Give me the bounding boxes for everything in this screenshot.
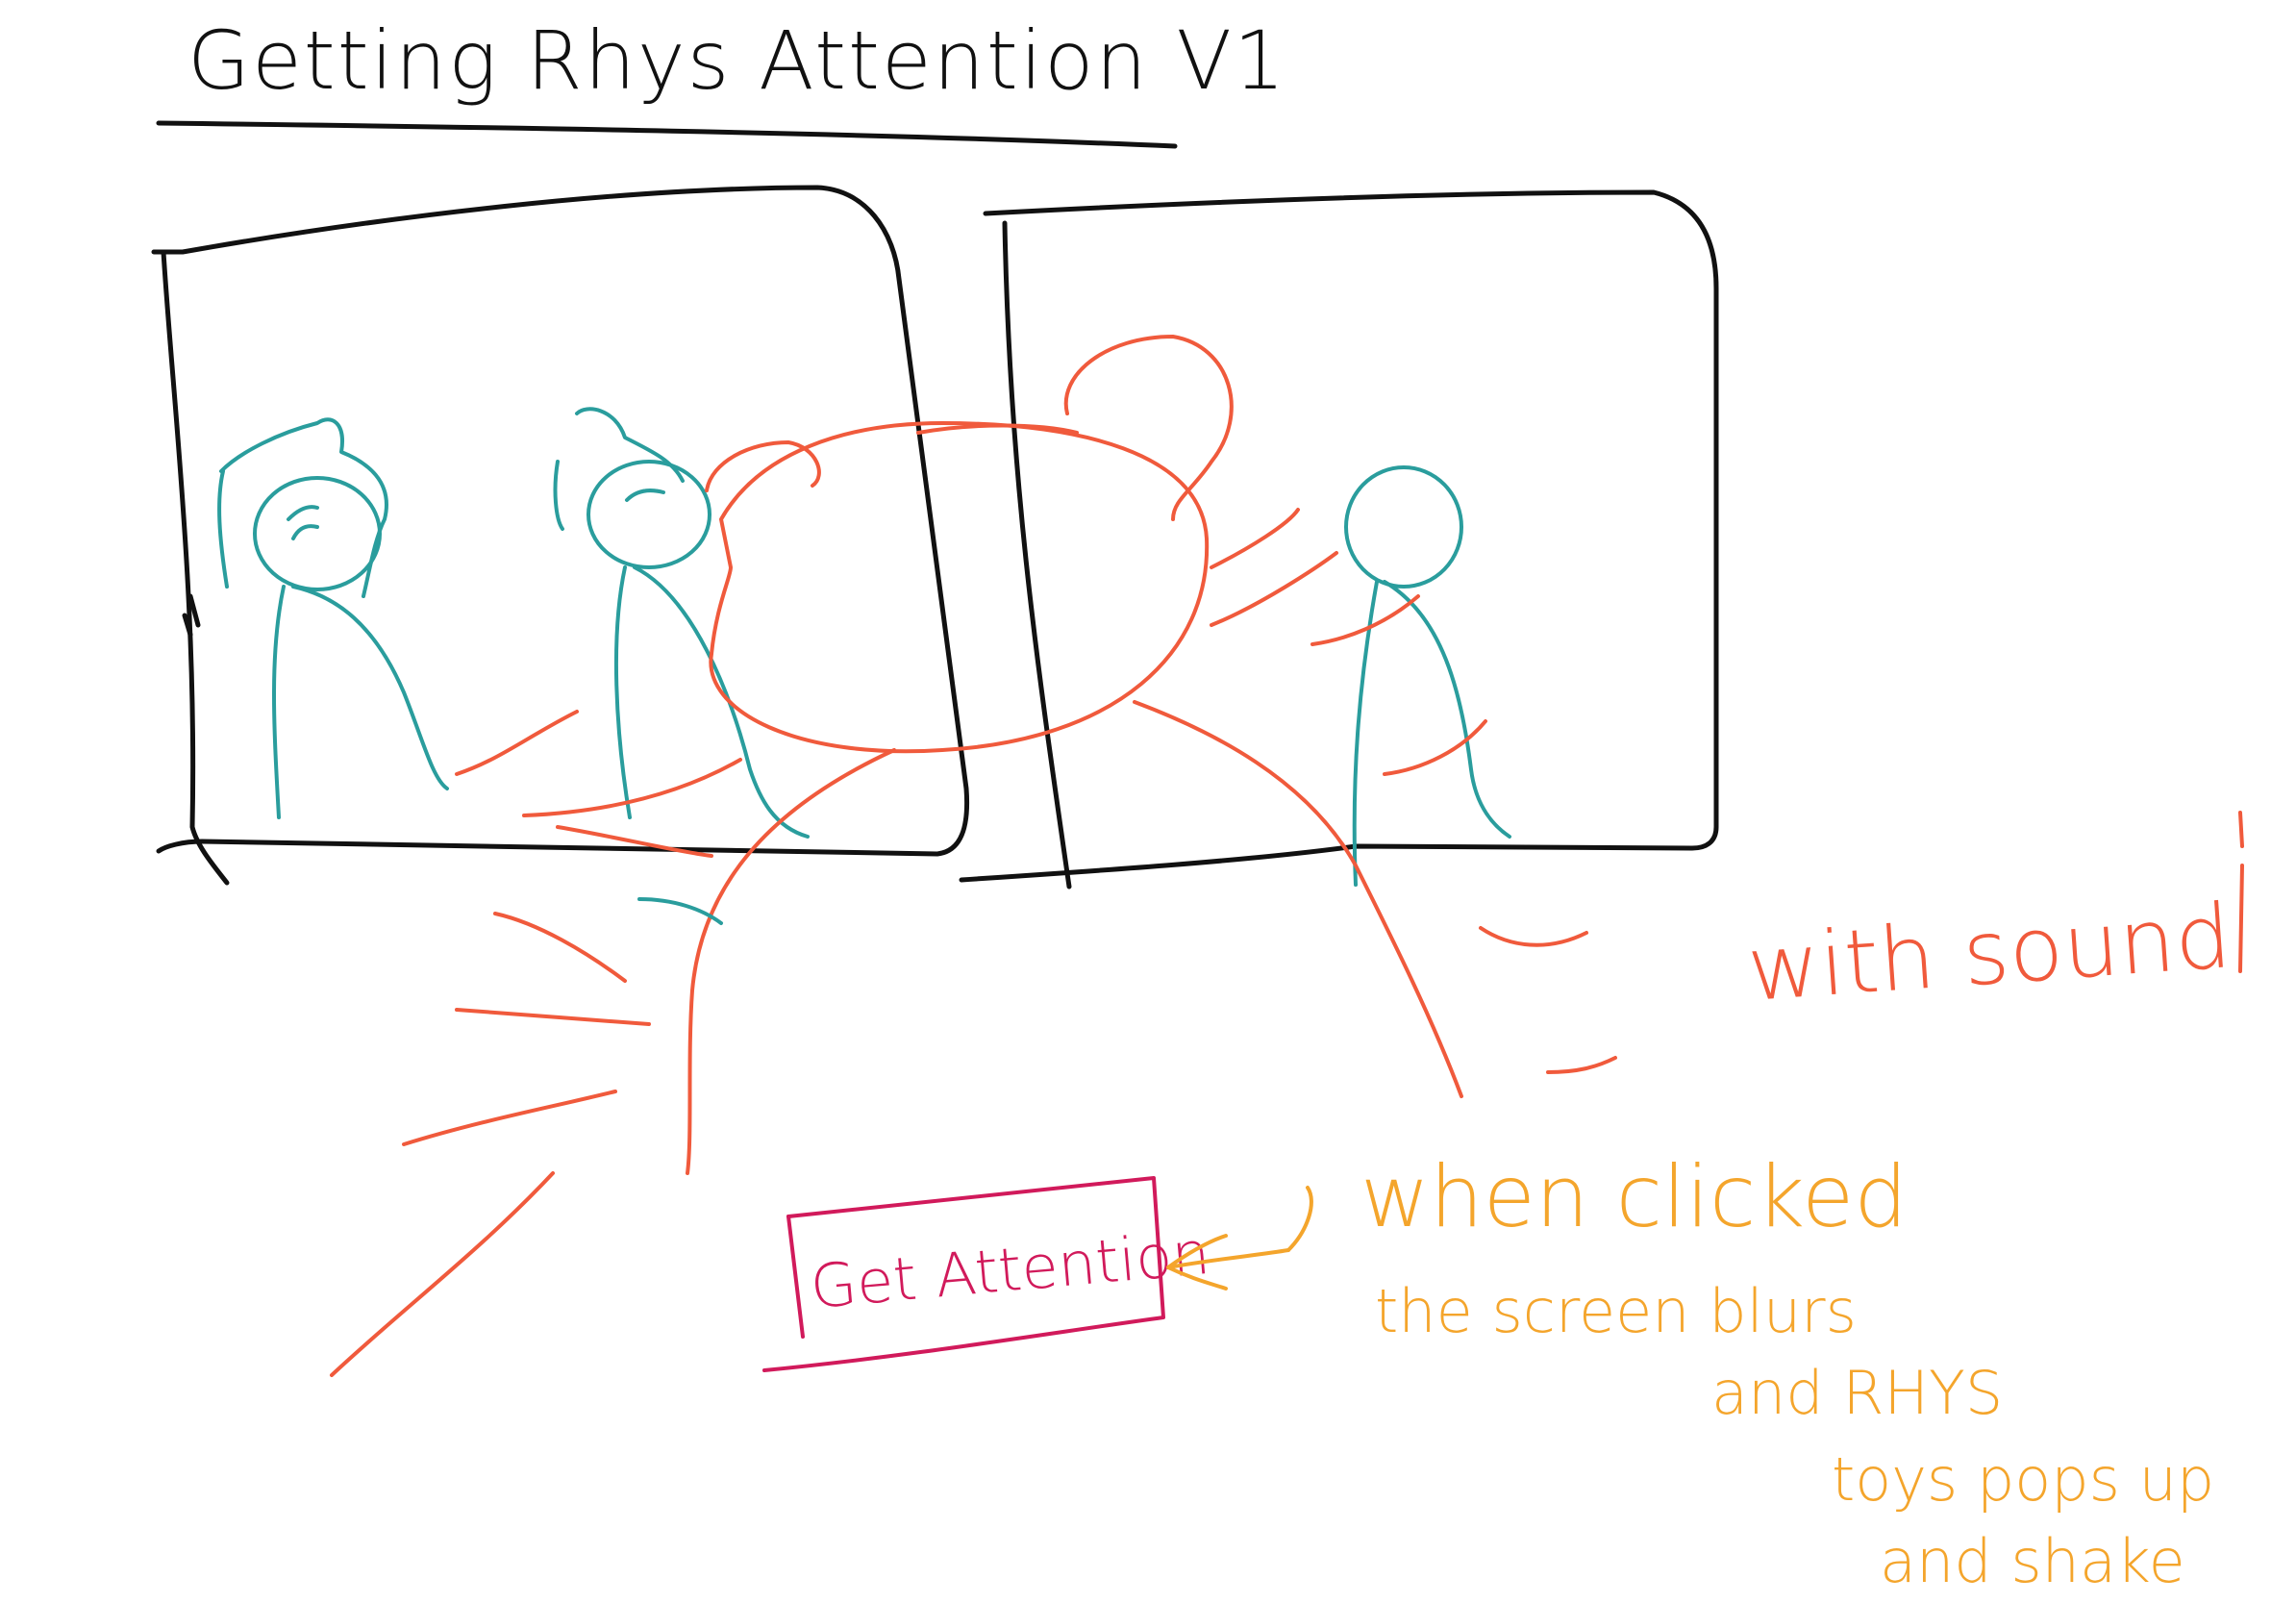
rhys-toy-sketch	[686, 335, 1463, 1175]
toy-ear-right	[1063, 335, 1234, 521]
motion-line	[1383, 719, 1487, 776]
right-screen-panel	[959, 189, 1719, 890]
with-sound-text: with sound	[1744, 885, 2234, 1021]
description-line: and RHYS	[1711, 1358, 2003, 1428]
button-left-edge	[786, 1215, 805, 1339]
figure-left-body	[272, 585, 449, 819]
figure-right	[1344, 465, 1511, 887]
motion-line	[1210, 508, 1300, 569]
figure-middle-head	[586, 460, 711, 569]
toy-ear-left	[705, 440, 821, 492]
description-line: the screen blurs	[1375, 1276, 1857, 1346]
motion-line	[637, 897, 723, 925]
button-label: Get Attention	[808, 1217, 1212, 1322]
figure-right-head	[1344, 465, 1463, 589]
title-text: Getting Rhys Attention V1	[187, 13, 1286, 108]
motion-line	[556, 825, 713, 858]
motion-line	[330, 1171, 555, 1377]
when-clicked-text: when clicked	[1360, 1147, 1908, 1246]
figure-middle-body	[613, 565, 810, 839]
figure-right-body	[1352, 580, 1511, 887]
left-screen-outline	[151, 185, 970, 857]
right-screen-outline	[959, 189, 1719, 883]
description-line: toys pops up	[1832, 1444, 2214, 1515]
figure-left-head	[253, 476, 382, 591]
figure-middle	[553, 407, 810, 839]
title: Getting Rhys Attention V1	[156, 13, 1286, 149]
toy-head-outline	[709, 421, 1210, 754]
figure-middle-face	[625, 489, 665, 502]
toy-top-line	[916, 423, 1079, 435]
shake-motion-lines	[330, 508, 1617, 1377]
figure-left-hair	[217, 417, 388, 598]
figure-left-face	[287, 505, 319, 540]
right-screen-left-edge	[1002, 220, 1072, 890]
figure-left	[217, 417, 449, 819]
toy-body-left	[686, 748, 896, 1175]
motion-line	[1479, 926, 1588, 947]
motion-line	[493, 912, 627, 983]
motion-line	[455, 710, 579, 776]
motion-line	[455, 1008, 651, 1026]
left-screen-panel	[151, 185, 970, 886]
motion-line	[402, 1090, 617, 1146]
motion-line	[1546, 1056, 1617, 1074]
arrow-tail	[1286, 1186, 1313, 1252]
with-sound-accent	[2238, 811, 2244, 973]
description-line: and shake	[1880, 1526, 2185, 1596]
left-screen-tick	[182, 593, 201, 638]
motion-line	[522, 758, 742, 817]
get-attention-button[interactable]: Get Attention	[762, 1176, 1212, 1372]
when-clicked-note: when clicked the screen blurs and RHYS t…	[1166, 1147, 2214, 1596]
arrow-icon	[1166, 1234, 1290, 1291]
button-outline	[762, 1176, 1165, 1372]
with-sound-note: with sound	[1744, 811, 2244, 1021]
motion-line	[1210, 551, 1338, 627]
left-screen-left-edge	[161, 249, 230, 886]
motion-line	[1310, 594, 1420, 646]
title-underline	[156, 120, 1178, 149]
toy-body-right	[1133, 700, 1463, 1098]
